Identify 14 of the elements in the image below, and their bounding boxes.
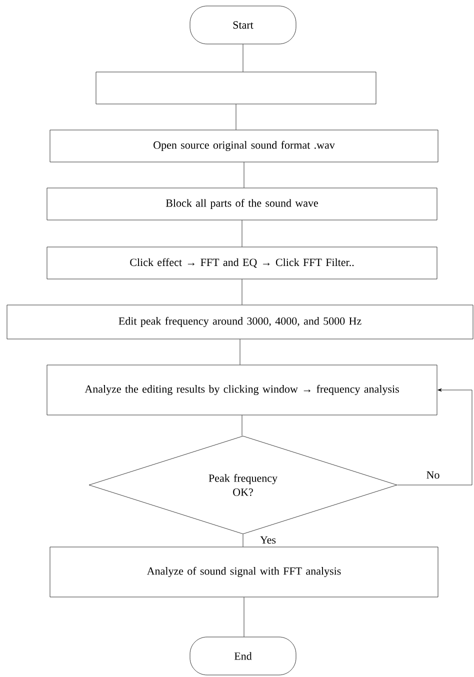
process-box: Open source original sound format .wav [50,130,438,162]
terminal-box: Start [190,6,296,44]
process-box [96,72,376,104]
edge-label: No [425,470,441,480]
process-box: Analyze of sound signal with FFT analysis [50,546,438,598]
edge-label: Yes [259,535,277,545]
process-box: Edit peak frequency around 3000, 4000, and 5000 Hz [6,304,474,340]
terminal-box: End [190,636,296,676]
connector-line [242,534,244,547]
process-box: Block all parts of the sound wave [46,188,438,220]
arrow [397,388,472,486]
process-box: Click effect → FFT and EQ → Click FFT Filter.. [46,246,438,280]
connector-line [242,44,244,72]
process-box: Analyze the editing results by clicking window → frequency analysis [46,364,438,416]
